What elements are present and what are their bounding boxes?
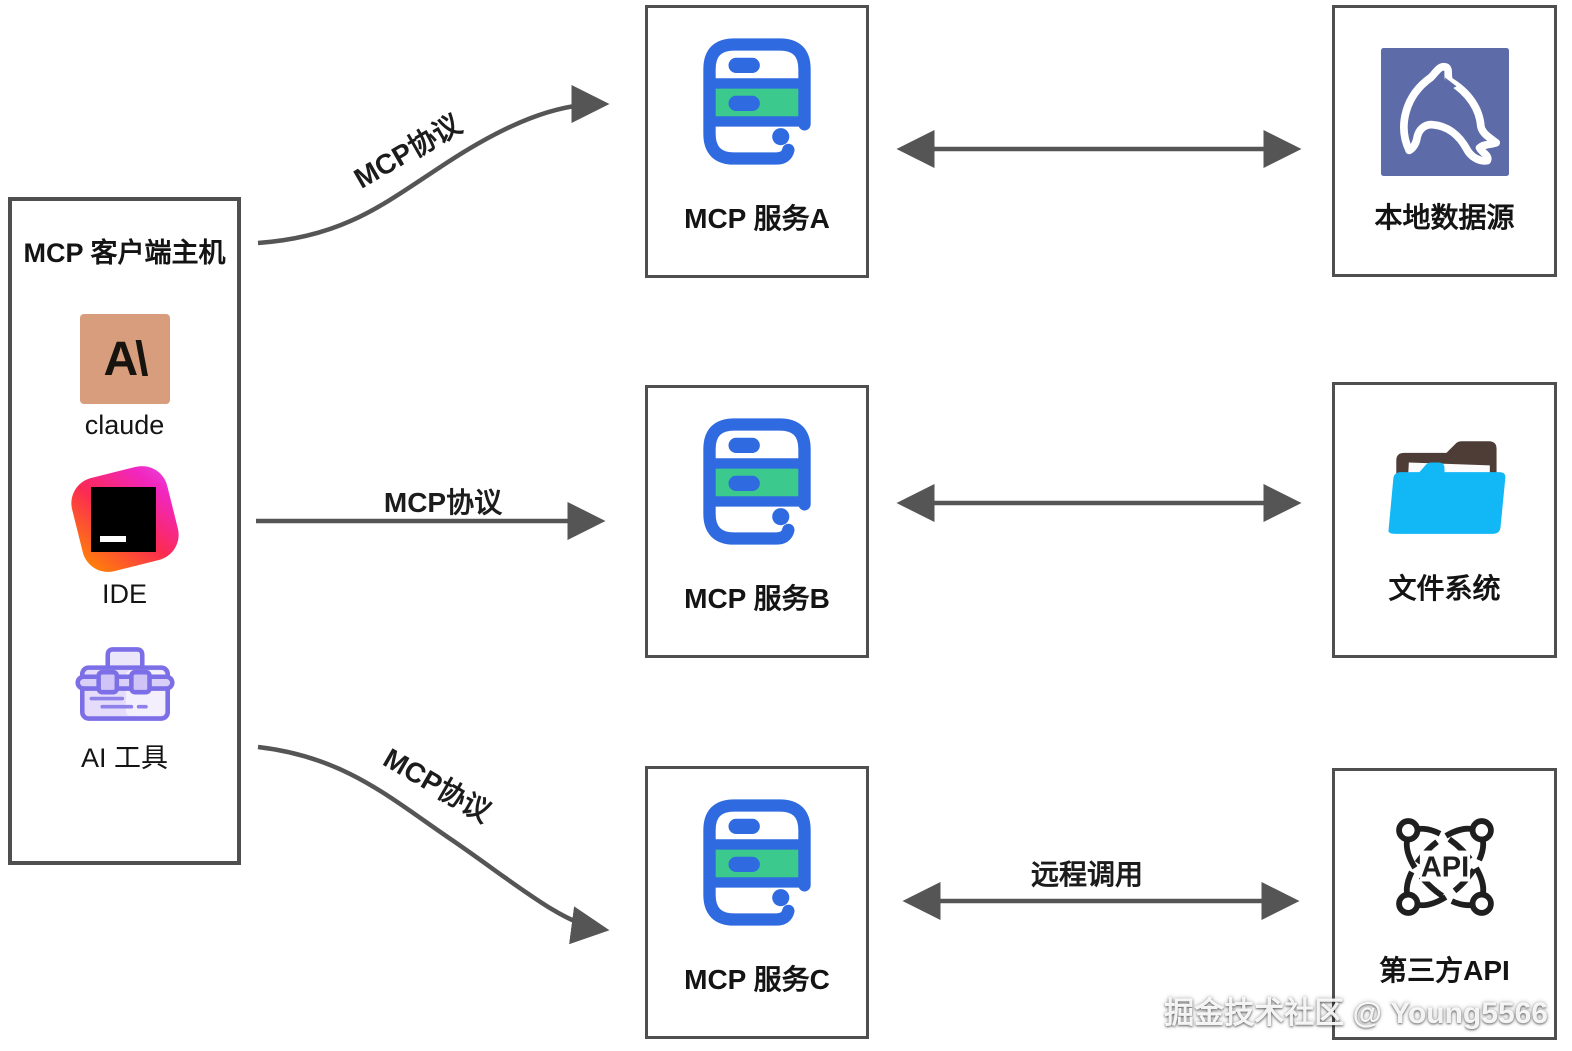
- server-icon: [703, 418, 811, 545]
- server-c-box: MCP 服务C: [645, 766, 869, 1039]
- label-mcp-protocol-a: MCP协议: [348, 108, 467, 195]
- local-datasource-label: 本地数据源: [1374, 202, 1515, 233]
- filesystem-label: 文件系统: [1388, 573, 1501, 604]
- toolbox-icon: [74, 647, 175, 721]
- client-host-title: MCP 客户端主机: [23, 238, 226, 268]
- server-a-box: MCP 服务A: [645, 5, 869, 278]
- claude-icon: A\: [79, 314, 170, 404]
- folder-icon: [1388, 441, 1506, 534]
- server-icon: [703, 799, 811, 926]
- label-mcp-protocol-b: MCP协议: [383, 487, 503, 518]
- server-a-label: MCP 服务A: [684, 203, 830, 234]
- mysql-dolphin-icon: [1380, 48, 1509, 176]
- server-b-label: MCP 服务B: [684, 583, 830, 614]
- ide-icon-underscore: [99, 536, 126, 542]
- ai-tools-label: AI 工具: [80, 743, 168, 773]
- server-icon: [703, 38, 811, 165]
- filesystem-box: 文件系统: [1332, 382, 1557, 658]
- ide-icon-square: [90, 487, 156, 552]
- server-b-box: MCP 服务B: [645, 385, 869, 658]
- claude-label: claude: [84, 410, 165, 440]
- label-remote-call: 远程调用: [1030, 859, 1144, 890]
- watermark: 掘金技术社区 @ Young5566: [1164, 997, 1548, 1030]
- api-icon-text: API: [1420, 852, 1468, 884]
- claude-logo-glyph: A\: [103, 332, 149, 386]
- server-c-label: MCP 服务C: [684, 964, 830, 995]
- local-datasource-box: 本地数据源: [1332, 5, 1557, 277]
- label-mcp-protocol-c: MCP协议: [378, 742, 497, 829]
- ide-label: IDE: [101, 579, 147, 609]
- ide-icon: [65, 460, 184, 578]
- third-party-api-box: API 第三方API: [1332, 768, 1557, 1040]
- third-party-api-label: 第三方API: [1379, 955, 1510, 986]
- api-icon: API: [1395, 818, 1494, 916]
- client-host-box: MCP 客户端主机 A\ claude IDE AI 工具: [8, 197, 241, 865]
